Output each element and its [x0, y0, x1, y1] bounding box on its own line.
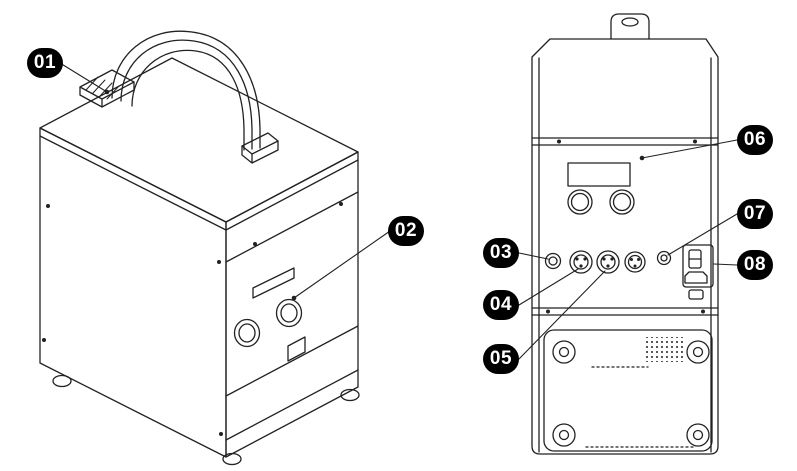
rear-screw-dots — [546, 139, 705, 314]
callout-badge-05: 05 — [483, 344, 519, 374]
rating-label-plate — [567, 162, 631, 187]
callout-badge-02: 02 — [388, 216, 424, 246]
display-window — [252, 267, 295, 299]
base-seam — [225, 369, 359, 441]
connector-row — [544, 244, 714, 300]
small-connector-left — [544, 252, 562, 270]
vent-slot — [287, 336, 306, 362]
front-face — [225, 151, 359, 458]
small-connector-right — [656, 250, 672, 266]
leader-06 — [641, 139, 738, 159]
panel-seam-upper — [225, 191, 359, 263]
callout-badge-07: 07 — [737, 199, 773, 229]
control-knob-left — [233, 318, 261, 348]
leader-04 — [518, 268, 579, 306]
top-seam — [39, 135, 359, 231]
front-control-panel — [233, 267, 306, 362]
xlr-connector-b — [596, 250, 620, 274]
rear-grommets — [567, 189, 635, 215]
callout-badge-01: 01 — [27, 48, 63, 78]
leader-07 — [667, 213, 738, 256]
xlr-connector-c — [624, 251, 646, 273]
machine-body — [39, 57, 359, 458]
rear-panel-view — [531, 13, 719, 455]
panel-seam-lower — [225, 325, 359, 397]
xlr-connector-a — [569, 250, 593, 274]
power-switch-module — [682, 244, 714, 300]
cable-clamp — [688, 289, 704, 300]
tab-slot-hole — [621, 17, 639, 27]
handle-mount — [241, 132, 279, 164]
inner-wall-lines — [538, 57, 712, 453]
left-face — [39, 127, 227, 458]
leader-01 — [59, 62, 108, 93]
callout-badge-03: 03 — [483, 238, 519, 268]
leader-05 — [518, 270, 606, 360]
upper-seam-lines — [531, 137, 719, 146]
screw-dots — [42, 202, 343, 436]
hanging-tab — [610, 13, 650, 40]
leader-end-dots — [104, 89, 645, 301]
carry-handle — [111, 30, 279, 164]
callout-badge-04: 04 — [483, 290, 519, 320]
perspective-view — [39, 30, 360, 466]
control-knob-right — [275, 298, 303, 328]
vent-grille — [646, 337, 686, 362]
callout-badge-08: 08 — [737, 250, 773, 280]
lower-seam-lines — [531, 307, 719, 316]
leader-02 — [293, 230, 391, 299]
rubber-feet — [552, 340, 710, 447]
machine-feet — [52, 374, 360, 466]
connector-pins — [575, 257, 640, 268]
leader-lines — [59, 62, 738, 360]
bottom-plate — [543, 329, 713, 452]
callout-badge-06: 06 — [737, 125, 773, 155]
rear-panel-outline — [531, 13, 719, 455]
leader-08 — [713, 263, 738, 266]
iec-inlet — [684, 271, 708, 284]
leader-03 — [518, 252, 549, 260]
